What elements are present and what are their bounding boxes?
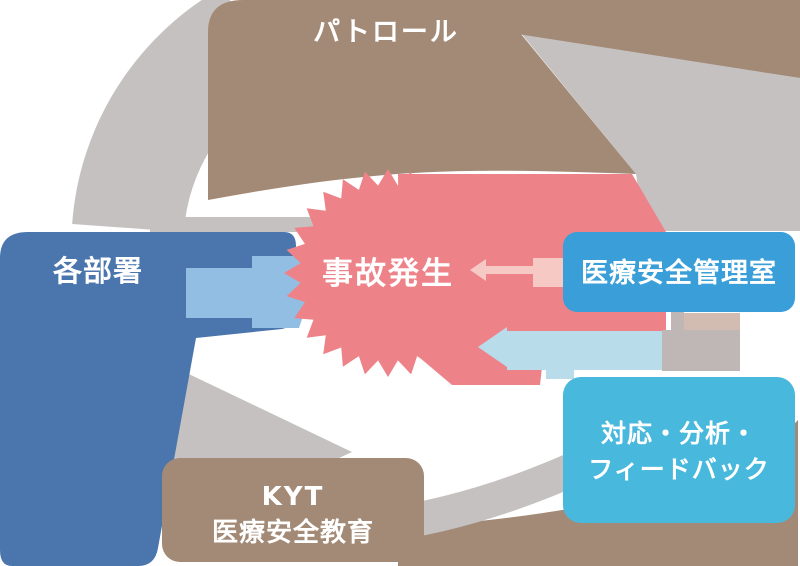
- cycle-arc-top-right: [520, 32, 800, 231]
- arrow-departments-to-center: [186, 256, 311, 328]
- arrow-office-to-response: [671, 310, 684, 332]
- education-label-line1: KYT: [262, 482, 325, 512]
- cycle-arc-bottom: [398, 420, 798, 566]
- education-node: [162, 458, 424, 562]
- education-label-line2: 医療安全教育: [212, 517, 374, 548]
- arc-end-gray: [662, 330, 740, 371]
- departments-label: 各部署: [52, 254, 143, 288]
- cycle-arc-patrol: [208, 0, 636, 200]
- arrow-office-to-center: [470, 258, 563, 287]
- incident-label: 事故発生: [322, 256, 454, 292]
- office-node: [563, 232, 795, 312]
- response-node: [563, 377, 795, 523]
- cycle-arc-patrol-tail: [505, 0, 800, 78]
- arrow-response-to-center: [478, 327, 666, 379]
- response-label-line2: フィードバック: [588, 455, 770, 484]
- office-label: 医療安全管理室: [581, 257, 777, 289]
- cycle-arc-left-end: [150, 217, 320, 232]
- patrol-label: パトロール: [313, 17, 459, 48]
- arc-end-brown: [683, 313, 740, 330]
- incident-starburst: [284, 169, 492, 377]
- response-label-line1: 対応・分析・: [601, 419, 757, 448]
